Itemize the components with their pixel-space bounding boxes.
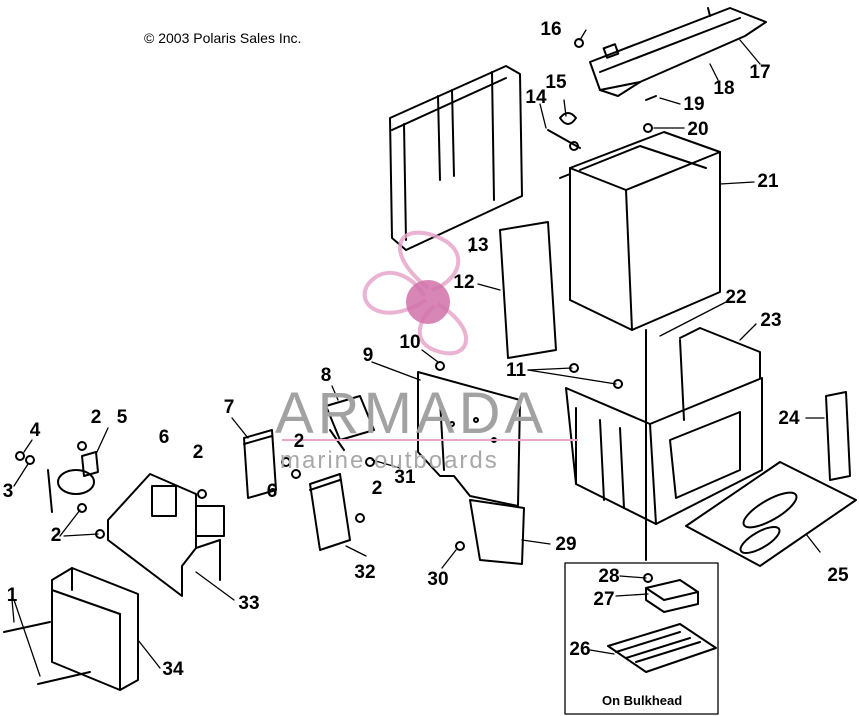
callout-14: 14	[525, 87, 547, 108]
propeller-blade-left	[362, 271, 428, 315]
inset-caption: On Bulkhead	[602, 693, 683, 708]
callout-24: 24	[778, 408, 800, 429]
callout-33: 33	[238, 593, 260, 614]
part-relay-bracket	[107, 473, 221, 597]
callout-29: 29	[555, 534, 577, 555]
callout-3: 3	[2, 481, 14, 502]
callout-18: 18	[713, 78, 735, 99]
part-hold-down-bracket	[589, 7, 767, 97]
callout-6: 6	[158, 427, 170, 448]
propeller-blade-top	[397, 230, 461, 292]
part-nuts	[15, 361, 653, 583]
callout-11: 11	[505, 360, 527, 381]
watermark-brand: ARMADA	[275, 381, 548, 446]
part-bracket-29	[469, 499, 525, 565]
copyright-notice: © 2003 Polaris Sales Inc.	[144, 30, 302, 46]
part-nut-16	[574, 38, 584, 48]
callout-27: 27	[593, 589, 615, 610]
part-mounting-plate	[417, 371, 521, 507]
inset-box	[564, 562, 719, 715]
callout-22: 22	[725, 287, 747, 308]
part-side-pad	[825, 391, 851, 481]
part-tray	[685, 461, 857, 567]
callout-23: 23	[760, 310, 782, 331]
watermark-tagline: marine outboards	[280, 447, 499, 474]
callout-2: 2	[192, 442, 204, 463]
callout-13: 13	[467, 235, 489, 256]
callout-15: 15	[545, 72, 567, 93]
callout-1: 1	[6, 585, 18, 606]
part-battery-pad	[499, 221, 557, 359]
callout-32: 32	[354, 562, 376, 583]
part-relay-left	[151, 485, 177, 517]
callout-7: 7	[223, 397, 235, 418]
callout-10: 10	[399, 332, 421, 353]
callout-34: 34	[162, 659, 184, 680]
part-battery-box	[565, 327, 763, 525]
callout-5: 5	[116, 407, 128, 428]
callout-2: 2	[90, 407, 102, 428]
part-bolts-1	[3, 621, 91, 685]
part-module-32	[309, 473, 351, 551]
callout-17: 17	[749, 62, 771, 83]
part-heatsink	[607, 579, 717, 673]
leader-lines	[11, 29, 825, 677]
callout-30: 30	[427, 569, 449, 590]
callout-2: 2	[50, 525, 62, 546]
callout-2: 2	[293, 431, 305, 452]
callout-9: 9	[362, 345, 374, 366]
callout-2: 2	[371, 478, 383, 499]
callout-16: 16	[540, 19, 562, 40]
part-solenoid	[47, 451, 99, 513]
part-wing-nut	[547, 112, 581, 151]
callout-8: 8	[320, 365, 332, 386]
part-battery-cover	[389, 65, 523, 251]
part-battery	[559, 131, 721, 331]
part-module-7	[243, 429, 277, 499]
callout-20: 20	[687, 119, 709, 140]
propeller-hub	[406, 280, 450, 324]
part-cover-34	[51, 567, 139, 691]
callout-12: 12	[453, 272, 475, 293]
callout-28: 28	[598, 566, 620, 587]
part-bolt-19	[643, 95, 657, 133]
callout-19: 19	[683, 94, 705, 115]
callout-31: 31	[394, 467, 416, 488]
callout-25: 25	[827, 565, 849, 586]
callout-26: 26	[569, 639, 591, 660]
callout-6: 6	[266, 481, 278, 502]
callout-21: 21	[757, 171, 779, 192]
callout-4: 4	[29, 420, 41, 441]
